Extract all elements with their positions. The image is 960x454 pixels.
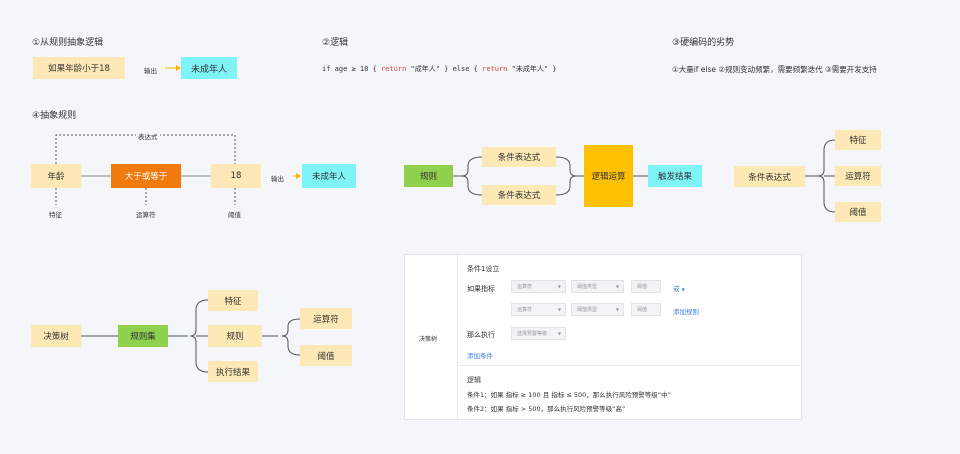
condition-expr-node: 条件表达式 — [734, 166, 805, 187]
chevron-down-icon: ▼ — [557, 284, 561, 289]
section4-title: ④抽象规则 — [32, 111, 77, 121]
rule-config-panel: 决策树 条件1设立 如果指标 运算符▼ 阈值类型▼ 阈值 或 ▼ 运算符▼ 阈值… — [404, 254, 802, 420]
ruleset-node: 规则集 — [118, 325, 168, 347]
chevron-down-icon: ▼ — [557, 331, 561, 336]
section2-title: ②逻辑 — [322, 38, 349, 48]
threshold-node: 阈值 — [835, 202, 881, 222]
logic-line-2: 条件2：如果 指标 > 500，那么执行风险预警等级“高” — [467, 405, 626, 413]
threshold-box: 18 — [211, 164, 261, 188]
rule-input-box: 如果年龄小于18 — [33, 57, 125, 79]
panel-divider-h — [457, 365, 801, 366]
decision-tree-node: 决策树 — [31, 325, 81, 347]
logic-code: if age ≥ 18 { return "成年人" } else { retu… — [322, 65, 557, 73]
if-label: 如果指标 — [467, 285, 495, 293]
feature-label: 特征 — [49, 211, 62, 219]
trigger-result-node: 触发结果 — [648, 165, 702, 187]
or-dropdown[interactable]: 或 ▼ — [673, 285, 685, 293]
section3-title: ③硬编码的劣势 — [672, 38, 735, 48]
tree-threshold-node: 阈值 — [300, 345, 352, 366]
rule-node: 规则 — [404, 165, 453, 187]
threshold-label: 阈值 — [228, 211, 241, 219]
operator-label: 运算符 — [136, 211, 156, 219]
tree-feature-node: 特征 — [208, 290, 258, 311]
threshold-input-1[interactable]: 阈值 — [631, 280, 661, 293]
chevron-down-icon: ▼ — [615, 307, 619, 312]
add-rule-link[interactable]: 添加规则 — [673, 308, 699, 316]
add-condition-link[interactable]: 添加条件 — [467, 352, 493, 360]
operator-select-2[interactable]: 运算符▼ — [511, 303, 566, 316]
tree-operator-node: 运算符 — [300, 308, 352, 329]
condition-title: 条件1设立 — [467, 265, 500, 273]
output-arrow-label: 输出 — [144, 67, 157, 75]
feature-node: 特征 — [835, 130, 881, 150]
tree-result-node: 执行结果 — [208, 361, 258, 382]
output-box-2: 未成年人 — [302, 164, 356, 188]
age-box: 年龄 — [31, 164, 81, 188]
chevron-down-icon: ▼ — [681, 287, 685, 292]
condition-node-2: 条件表达式 — [482, 185, 556, 205]
chevron-down-icon: ▼ — [557, 307, 561, 312]
chevron-down-icon: ▼ — [615, 284, 619, 289]
operator-node: 运算符 — [835, 166, 881, 186]
output-arrow-label-2: 输出 — [271, 175, 284, 183]
logic-line-1: 条件1：如果 指标 ≥ 100 且 指标 ≤ 500，那么执行风险预警等级“中” — [467, 391, 672, 399]
output-box: 未成年人 — [181, 57, 237, 79]
threshold-input-2[interactable]: 阈值 — [631, 303, 661, 316]
panel-divider-v — [457, 255, 458, 419]
section3-desc: ①大量if else ②规则变动频繁，需要频繁迭代 ③需要开发支持 — [672, 65, 877, 74]
logic-title: 逻辑 — [467, 376, 481, 384]
panel-side-label: 决策树 — [419, 336, 438, 343]
alert-level-select[interactable]: 选择预警等级▼ — [511, 327, 566, 340]
then-label: 那么执行 — [467, 331, 495, 339]
tree-rule-node: 规则 — [208, 325, 262, 347]
logic-operation-node: 逻辑运算 — [584, 145, 633, 207]
threshold-type-select-2[interactable]: 阈值类型▼ — [571, 303, 624, 316]
operator-select-1[interactable]: 运算符▼ — [511, 280, 566, 293]
threshold-type-select-1[interactable]: 阈值类型▼ — [571, 280, 624, 293]
operator-box: 大于或等于 — [111, 164, 181, 188]
section1-title: ①从规则抽象逻辑 — [32, 38, 104, 48]
expression-label: 表达式 — [136, 131, 160, 141]
condition-node-1: 条件表达式 — [482, 147, 556, 167]
